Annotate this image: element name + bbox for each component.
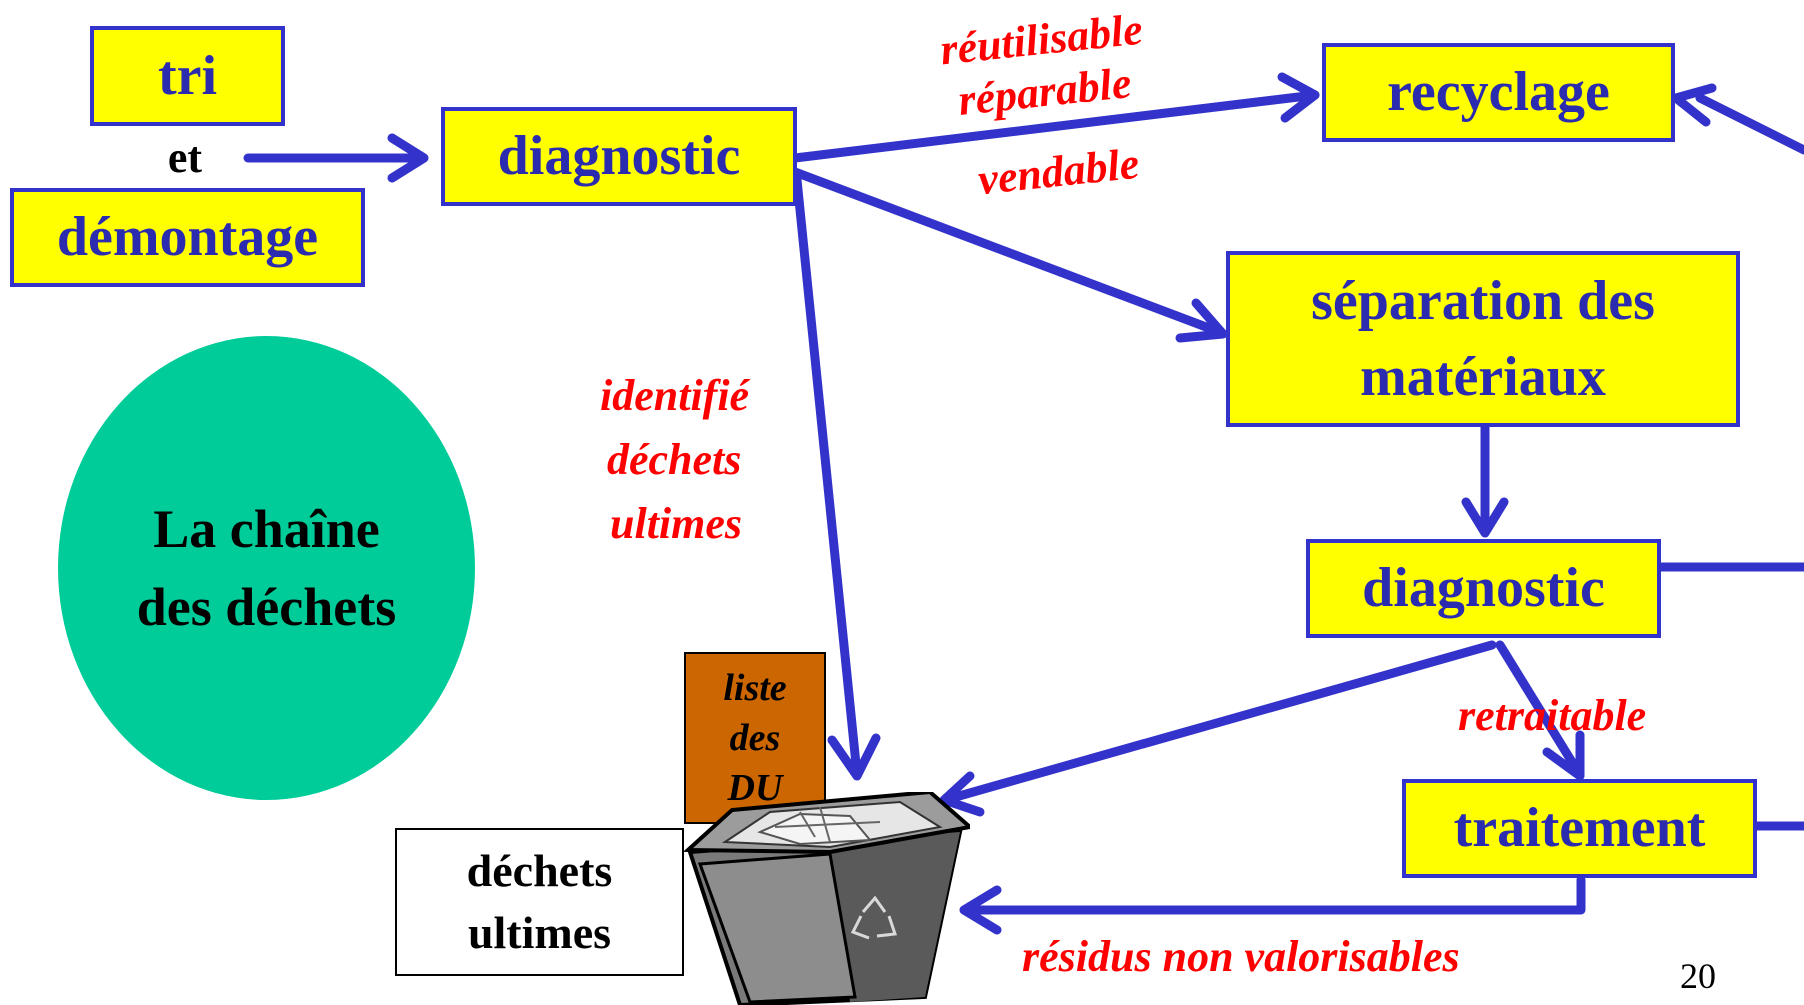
- label-ultimes: ultimes: [610, 499, 743, 548]
- arrow-diagnostic2-to-bin: [940, 640, 1497, 805]
- box-dechets-ultimes: déchets ultimes: [395, 828, 684, 976]
- box-recyclage: recyclage: [1322, 43, 1675, 142]
- box-traitement: traitement: [1402, 779, 1757, 878]
- box-tri: tri: [90, 26, 285, 126]
- arrow-diagnostic-to-separation: [790, 167, 1227, 338]
- page-number: 20: [1680, 956, 1716, 996]
- title-oval: La chaîne des déchets: [58, 336, 475, 800]
- box-diagnostic-1: diagnostic: [441, 107, 797, 206]
- label-dechets: déchets: [607, 435, 742, 484]
- label-retraitable: retraitable: [1458, 691, 1647, 740]
- arrow-traitement-to-bin: [960, 875, 1586, 915]
- arrow-diagnostic2-to-traitement: [1495, 640, 1585, 780]
- liste-des-du-text: liste des DU: [723, 667, 787, 809]
- box-separation: séparation des matériaux: [1226, 251, 1740, 427]
- arrow-diagnostic-to-bin: [792, 175, 862, 779]
- label-identifie: identifié: [600, 371, 750, 420]
- oval-title-text: La chaîne des déchets: [136, 499, 397, 637]
- box-diagnostic-2: diagnostic: [1306, 539, 1661, 638]
- label-residus: résidus non valorisables: [1022, 932, 1460, 981]
- arrow-diagnostic-to-recyclage: [790, 90, 1320, 163]
- box-demontage: démontage: [10, 188, 365, 287]
- liste-des-du: liste des DU: [684, 652, 826, 824]
- connector-et: et: [167, 133, 203, 182]
- dechets-ultimes-text: déchets ultimes: [466, 845, 613, 958]
- recycling-bin-icon: [682, 792, 970, 1005]
